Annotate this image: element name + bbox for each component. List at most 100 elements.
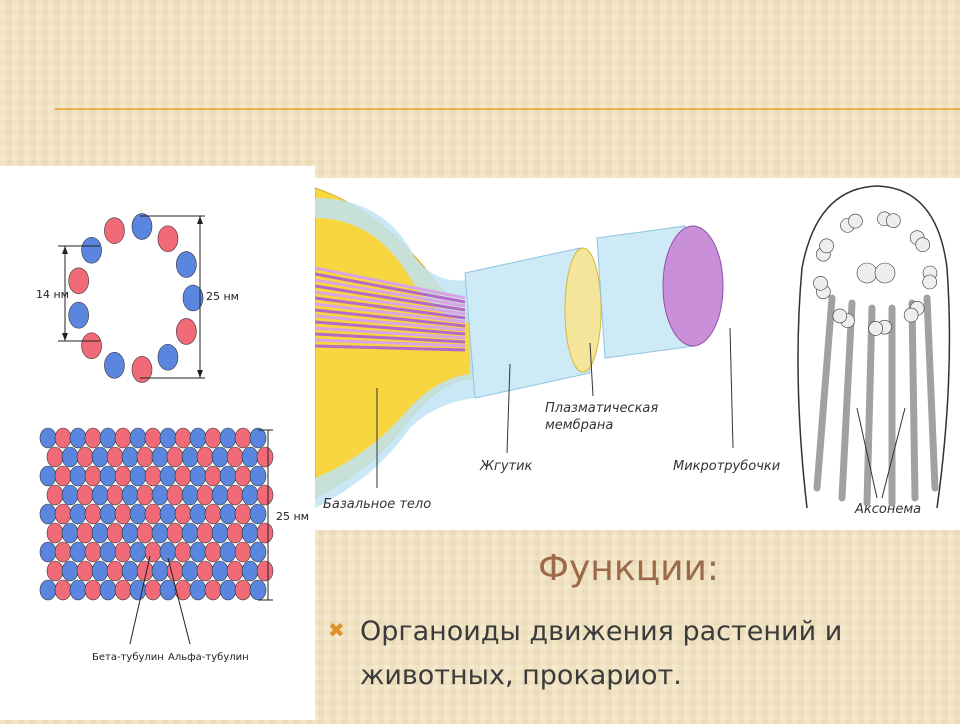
tubulin-subunit bbox=[91, 522, 109, 544]
tubulin-subunit bbox=[181, 560, 199, 582]
tubulin-subunit bbox=[204, 503, 222, 525]
axoneme-figure: Аксонема bbox=[787, 178, 960, 530]
tubulin-subunit bbox=[61, 484, 79, 506]
tubulin-subunit bbox=[76, 522, 94, 544]
tubulin-subunit bbox=[204, 465, 222, 487]
inner-diameter-label: 14 нм bbox=[36, 288, 69, 301]
axoneme-rods bbox=[813, 294, 939, 507]
tubulin-subunit bbox=[121, 522, 139, 544]
flagellum-sheath bbox=[464, 247, 591, 399]
tubulin-subunit bbox=[159, 465, 177, 487]
tubulin-subunit bbox=[54, 579, 72, 601]
cross-section bbox=[564, 247, 602, 373]
axoneme-outline bbox=[797, 185, 951, 509]
tubulin-subunit bbox=[189, 427, 207, 449]
tubulin-subunit bbox=[211, 560, 229, 582]
axoneme-doublets bbox=[813, 211, 938, 336]
tubulin-subunit bbox=[166, 522, 184, 544]
tubulin-subunit bbox=[91, 560, 109, 582]
tubulin-subunit bbox=[249, 541, 267, 563]
tubulin-subunit bbox=[39, 465, 57, 487]
doublet-circle bbox=[813, 275, 828, 291]
tubulin-subunit bbox=[226, 446, 244, 468]
microtubule-strand bbox=[314, 296, 466, 320]
tubulin-subunit bbox=[234, 427, 252, 449]
central-pair-circle bbox=[874, 262, 896, 284]
tube-diameter-label: 25 нм bbox=[276, 510, 309, 523]
microtubule-tube bbox=[39, 427, 274, 601]
tubulin-subunit bbox=[181, 522, 199, 544]
tubulin-subunit bbox=[211, 484, 229, 506]
tubulin-subunit bbox=[91, 484, 109, 506]
tubulin-subunit bbox=[106, 560, 124, 582]
tubulin-subunit bbox=[241, 446, 259, 468]
arrow-icon bbox=[62, 246, 68, 254]
tubulin-subunit bbox=[174, 579, 192, 601]
tubulin-subunit bbox=[84, 465, 102, 487]
tubulin-subunit bbox=[91, 446, 109, 468]
tubulin-subunit bbox=[54, 427, 72, 449]
tubulin-subunit bbox=[219, 427, 237, 449]
tubulin-subunit bbox=[189, 465, 207, 487]
tubulin-subunit bbox=[234, 465, 252, 487]
tubulin-subunit bbox=[46, 446, 64, 468]
tubulin-subunit bbox=[226, 522, 244, 544]
tubulin-subunit bbox=[68, 267, 89, 295]
flagellum-label: Жгутик bbox=[479, 459, 533, 474]
tubulin-subunit bbox=[159, 427, 177, 449]
bullet-text: Органоиды движения растений и животных, … bbox=[360, 616, 843, 691]
tubulin-subunit bbox=[104, 217, 125, 244]
tubulin-subunit bbox=[144, 579, 162, 601]
alpha-tubulin-label: Альфа-тубулин bbox=[168, 652, 249, 663]
tubulin-subunit bbox=[99, 427, 117, 449]
tubulin-subunit bbox=[69, 427, 87, 449]
tubulin-subunit bbox=[84, 427, 102, 449]
tubulin-subunit bbox=[151, 522, 169, 544]
tubulin-subunit bbox=[99, 503, 117, 525]
tubulin-subunit bbox=[211, 446, 229, 468]
microtubule-strand bbox=[314, 284, 466, 312]
basal-body-label: Базальное тело bbox=[323, 497, 431, 512]
microtubule-strand bbox=[314, 266, 466, 300]
tubulin-subunit bbox=[196, 560, 214, 582]
tubulin-subunit bbox=[106, 446, 124, 468]
tubulin-subunit bbox=[189, 541, 207, 563]
doublet-circle bbox=[868, 321, 883, 336]
tubulin-subunit bbox=[159, 503, 177, 525]
doublet-circle bbox=[832, 308, 848, 324]
tubulin-subunit bbox=[121, 484, 139, 506]
tubulin-subunit bbox=[241, 560, 259, 582]
microtubule-strand bbox=[314, 290, 466, 316]
tubulin-subunit bbox=[204, 541, 222, 563]
tubulin-subunit bbox=[219, 541, 237, 563]
membrane-label-line2: мембрана bbox=[545, 418, 613, 433]
microtubule-strand bbox=[314, 314, 466, 332]
tubulin-subunit bbox=[182, 284, 204, 312]
tubulin-subunit bbox=[204, 579, 222, 601]
tubulin-subunit bbox=[39, 427, 57, 449]
tubulin-subunit bbox=[241, 484, 259, 506]
microtubule-strand bbox=[314, 338, 466, 348]
tubulin-subunit bbox=[151, 484, 169, 506]
microtubule-strand bbox=[314, 302, 466, 324]
tubulin-subunit bbox=[69, 579, 87, 601]
tubulin-subunit bbox=[106, 484, 124, 506]
tubulin-subunit bbox=[241, 522, 259, 544]
tubulin-subunit bbox=[61, 522, 79, 544]
tubulin-subunit bbox=[39, 503, 57, 525]
tubulin-subunit bbox=[114, 541, 132, 563]
doublet-circle bbox=[915, 237, 931, 253]
microtubule-strand bbox=[314, 320, 466, 336]
tubulin-subunit bbox=[99, 579, 117, 601]
tubulin-subunit bbox=[69, 465, 87, 487]
tubulin-subunit bbox=[76, 484, 94, 506]
tubulin-subunit bbox=[256, 560, 274, 582]
tubulin-subunit bbox=[81, 236, 102, 264]
arrow-icon bbox=[62, 333, 68, 341]
axoneme-pointer bbox=[856, 407, 878, 499]
tubulin-subunit bbox=[249, 427, 267, 449]
tubulin-subunit bbox=[76, 446, 94, 468]
tubulin-subunit bbox=[226, 484, 244, 506]
tubulin-subunit bbox=[99, 465, 117, 487]
tubulin-subunit bbox=[256, 446, 274, 468]
